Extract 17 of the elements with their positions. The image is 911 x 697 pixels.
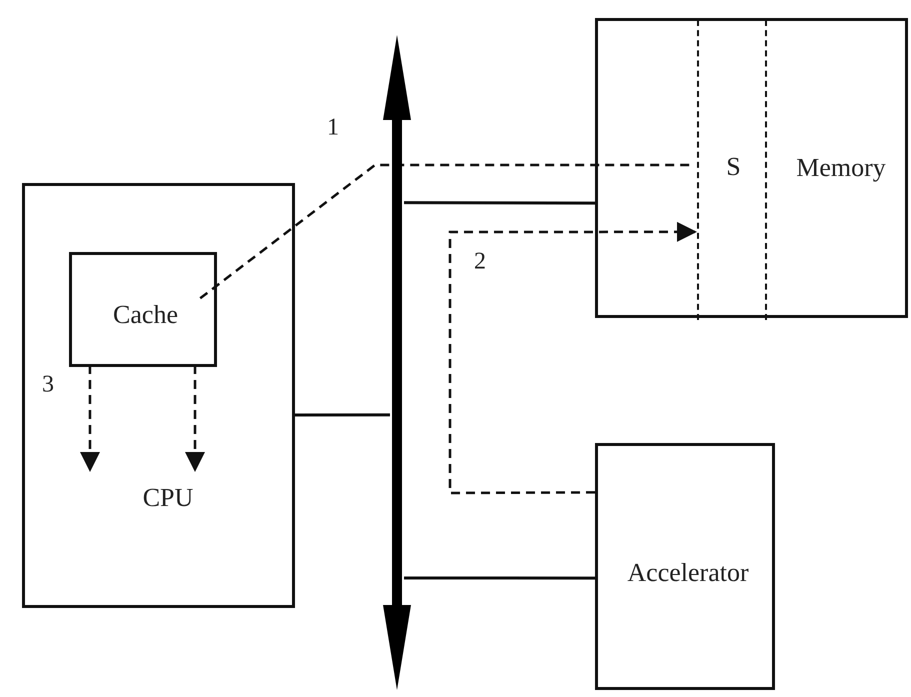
node-label: CPU bbox=[142, 483, 194, 513]
node-label: Cache bbox=[113, 300, 178, 330]
memory-box bbox=[595, 18, 908, 318]
connector-line bbox=[295, 413, 390, 417]
dashed-arrow bbox=[185, 365, 205, 472]
connector-line bbox=[404, 576, 595, 580]
memory-region bbox=[696, 20, 766, 320]
node-label: Accelerator bbox=[627, 558, 749, 588]
node-label: Memory bbox=[796, 153, 886, 183]
cache-box bbox=[68, 252, 216, 366]
accelerator-box bbox=[595, 443, 775, 690]
bus-arrow bbox=[383, 35, 411, 690]
dashed-arrow bbox=[448, 222, 697, 494]
node-label: S bbox=[726, 152, 741, 182]
dashed-arrow bbox=[80, 365, 100, 472]
cpu-box bbox=[22, 183, 295, 608]
connector-line bbox=[404, 201, 595, 205]
